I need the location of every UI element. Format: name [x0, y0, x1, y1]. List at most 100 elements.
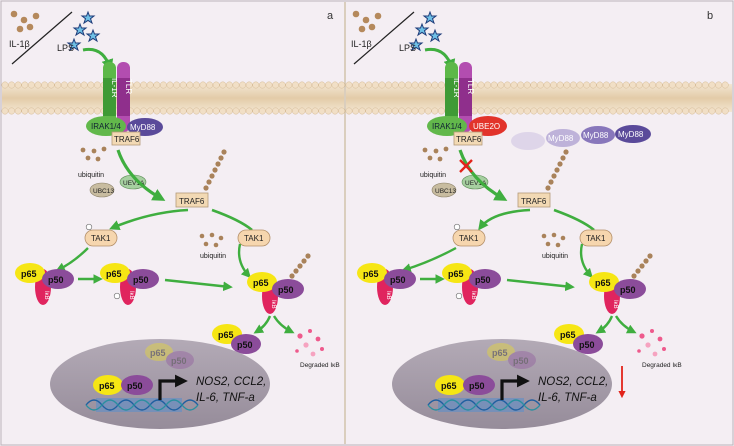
degraded-ikb-label: Degraded IκB [300, 362, 340, 369]
degraded-ikb-fragments [637, 329, 666, 357]
ikb-label: IκB [270, 300, 276, 309]
ubiquitination-arrow-2 [164, 278, 233, 292]
target-genes-line2: IL-6, TNF-a [196, 392, 255, 404]
tak1-left-label: TAK1 [91, 234, 111, 243]
panel-letter: b [707, 10, 713, 22]
p65-label: p65 [448, 269, 464, 279]
ligand-divider-line [353, 11, 415, 65]
p65-label: p65 [441, 381, 457, 391]
tlr-receptor: TLR [459, 62, 475, 132]
p50-label: p50 [127, 381, 143, 391]
traf6-mid-box [517, 192, 551, 208]
ubiquitin-dots [422, 146, 449, 162]
free-nfkb: p65 p50 [554, 324, 603, 354]
il1b-molecules [352, 10, 382, 33]
polyubiquitin-chain [203, 149, 227, 191]
p65-label: p65 [363, 269, 379, 279]
nfkb-translocating-ghost: p65 p50 [487, 343, 536, 369]
free-nfkb: p65 p50 [212, 324, 261, 354]
lipid-heads-bottom [1, 107, 346, 115]
ubiquitination-arrow-2 [506, 278, 575, 292]
myd88-dissociating: MyD88 MyD88 MyD88 [511, 125, 651, 150]
dna-strand-2 [427, 399, 541, 411]
myd88-label: MyD88 [130, 123, 156, 132]
irak-label: IRAK1/4 [91, 122, 121, 131]
ubiquitin-dots [80, 146, 107, 162]
dna-strand-1 [427, 399, 541, 411]
panel-letter: a [327, 10, 334, 22]
p65-label: p65 [218, 330, 234, 340]
tak1-right-box [579, 229, 613, 247]
tak1-left-label: TAK1 [459, 234, 479, 243]
ubc13-protein [89, 182, 115, 198]
ikb-label: IκB [470, 291, 476, 300]
nfkb-ikb-complex-2: IκB p65 p50 [100, 263, 159, 305]
p50-label: p50 [579, 340, 595, 350]
ubiquitin-label: ubiquitin [78, 172, 104, 179]
p50-label: p50 [469, 381, 485, 391]
target-genes-line1: NOS2, CCL2, [196, 376, 266, 388]
polyubiquitin-chain [289, 253, 311, 279]
ikb-label: IκB [43, 291, 49, 300]
ube2o-label: UBE2O [473, 122, 500, 131]
nfkb-bound-dna: p65 p50 [93, 375, 153, 395]
nfkb-ikb-complex-1: IκB p65 p50 [357, 263, 416, 305]
traf6-to-tak1-arrow [478, 208, 531, 231]
degradation-arrow [614, 315, 637, 334]
degradation-arrow [272, 315, 295, 334]
tak1-left-box [452, 229, 486, 247]
cell-membrane [345, 81, 732, 115]
transcription-arrow [158, 374, 188, 400]
ubiquitination-arrow [458, 149, 508, 201]
ikb-label: IκB [385, 291, 391, 300]
phosphate-icon [113, 292, 121, 300]
ubc13-label: UBC13 [435, 188, 456, 195]
polyubiquitin-chain [545, 149, 569, 191]
lps-label: LPS [399, 43, 416, 53]
inhibition-x-icon [459, 159, 473, 173]
ubiquitin-label: ubiquitin [420, 172, 446, 179]
tak1-to-ikk-arrow [55, 247, 89, 272]
il1r-receptor: IL-1R [445, 62, 461, 132]
p50-label: p50 [133, 275, 149, 285]
tak1-right-arrow [579, 243, 593, 279]
traf6-top-box [111, 131, 141, 146]
ubc13-protein [431, 182, 457, 198]
p65-label: p65 [21, 269, 37, 279]
release-arrow [253, 315, 272, 334]
phosphate-icon [455, 292, 463, 300]
tak1-left-box [84, 229, 118, 247]
il1b-label: IL-1β [9, 39, 30, 49]
traf6-mid-box [175, 192, 209, 208]
lps-molecules [66, 10, 101, 52]
nfkb-ikb-complex-3: IκB p65 p50 [247, 253, 311, 314]
uev1a-label: UEV1A [465, 180, 487, 187]
p65-label: p65 [253, 278, 269, 288]
tak1-to-ikk-arrow [401, 246, 457, 273]
p65-label: p65 [595, 278, 611, 288]
panel-b: b IL-1β LPS IL-1R TLR I [345, 10, 732, 429]
uev1a-label: UEV1A [123, 180, 145, 187]
ubiquitination-arrow [116, 149, 166, 201]
panel-a: a IL-1β LPS IL-1R TLR [1, 10, 346, 429]
p50-label: p50 [390, 275, 406, 285]
myd88-protein [127, 118, 163, 136]
phosphate-icon [453, 223, 461, 231]
ikb-label: IκB [128, 291, 134, 300]
nfkb-bound-dna: p65 p50 [435, 375, 495, 395]
lps-molecules [408, 10, 443, 52]
tak1-right-arrow [237, 243, 251, 279]
il1b-label: IL-1β [351, 39, 372, 49]
ubiquitin-dots-2 [199, 232, 224, 248]
ubc13-label: UBC13 [93, 188, 114, 195]
tlr-receptor: TLR [117, 62, 133, 132]
p50-label: p50 [620, 285, 636, 295]
traf6-to-tak1-arrow [109, 208, 189, 230]
p65-label: p65 [150, 348, 166, 358]
p50-label: p50 [237, 340, 253, 350]
nfkb-ikb-complex-2: IκB p65 p50 [442, 263, 501, 305]
tak1-right-label: TAK1 [586, 234, 606, 243]
tlr-label: TLR [466, 79, 475, 94]
myd88-label: MyD88 [583, 131, 609, 140]
